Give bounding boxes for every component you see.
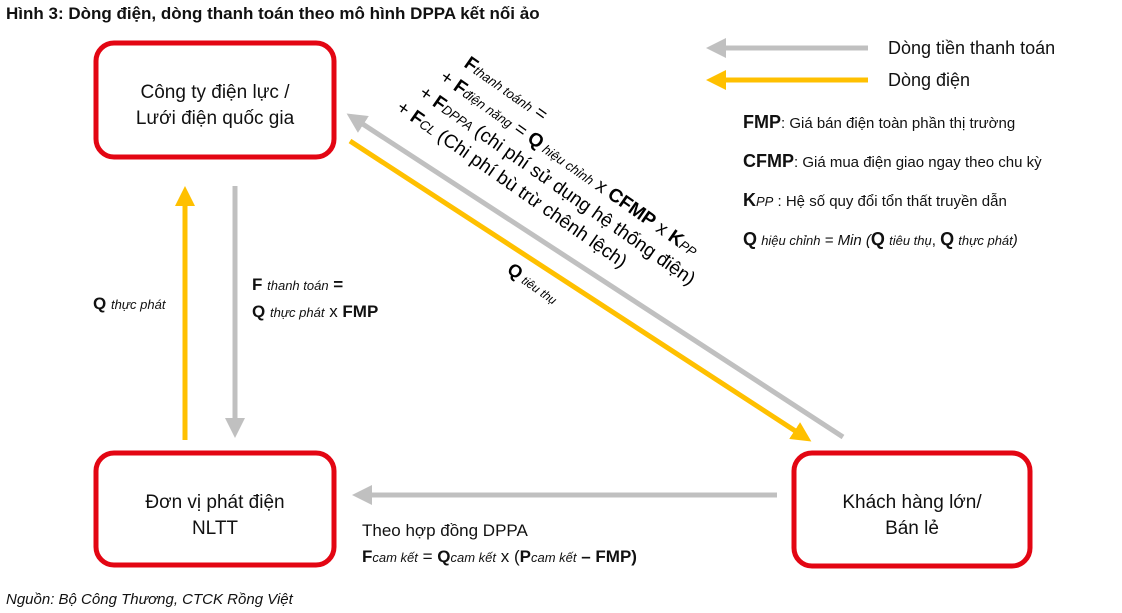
generator-box bbox=[93, 450, 337, 568]
payment-formula: Fthanh toánh = + Fđiện năng = Q hiệu chỉ… bbox=[393, 53, 700, 290]
definition-kpp: KPP : Hệ số quy đổi tổn thất truyền dẫn bbox=[743, 190, 1007, 210]
definition-q-adjusted: Q hiệu chỉnh = Min (Q tiêu thụ, Q thực p… bbox=[743, 229, 1018, 249]
utility-box-label: Công ty điện lực /Lưới điện quốc gia bbox=[135, 82, 295, 129]
figure-title: Hình 3: Dòng điện, dòng thanh toán theo … bbox=[6, 4, 540, 23]
utility-box bbox=[93, 40, 337, 160]
contract-label: Theo hợp đồng DPPA Fcam kết = Qcam kết x… bbox=[362, 521, 637, 566]
generation-payment-label: F thanh toán = Q thực phát x FMP bbox=[252, 275, 379, 321]
q-generation-label: Q thực phát bbox=[93, 294, 166, 313]
q-consumption-label: Qtiêu thụ bbox=[504, 259, 563, 308]
customer-box-label: Khách hàng lớn/Bán lẻ bbox=[842, 492, 982, 539]
customer-box bbox=[791, 450, 1033, 569]
definition-cfmp: CFMP: Giá mua điện giao ngay theo chu kỳ bbox=[743, 151, 1042, 171]
payment-customer-to-grid-arrow bbox=[346, 113, 845, 440]
svg-text:Qtiêu thụ: Qtiêu thụ bbox=[504, 259, 563, 308]
definition-fmp: FMP: Giá bán điện toàn phần thị trường bbox=[743, 112, 1016, 132]
source-note: Nguồn: Bộ Công Thương, CTCK Rồng Việt bbox=[6, 591, 293, 608]
legend-power-label: Dòng điện bbox=[888, 70, 971, 90]
power-grid-to-customer-arrow bbox=[348, 138, 812, 442]
legend-payment-label: Dòng tiền thanh toán bbox=[888, 38, 1056, 58]
